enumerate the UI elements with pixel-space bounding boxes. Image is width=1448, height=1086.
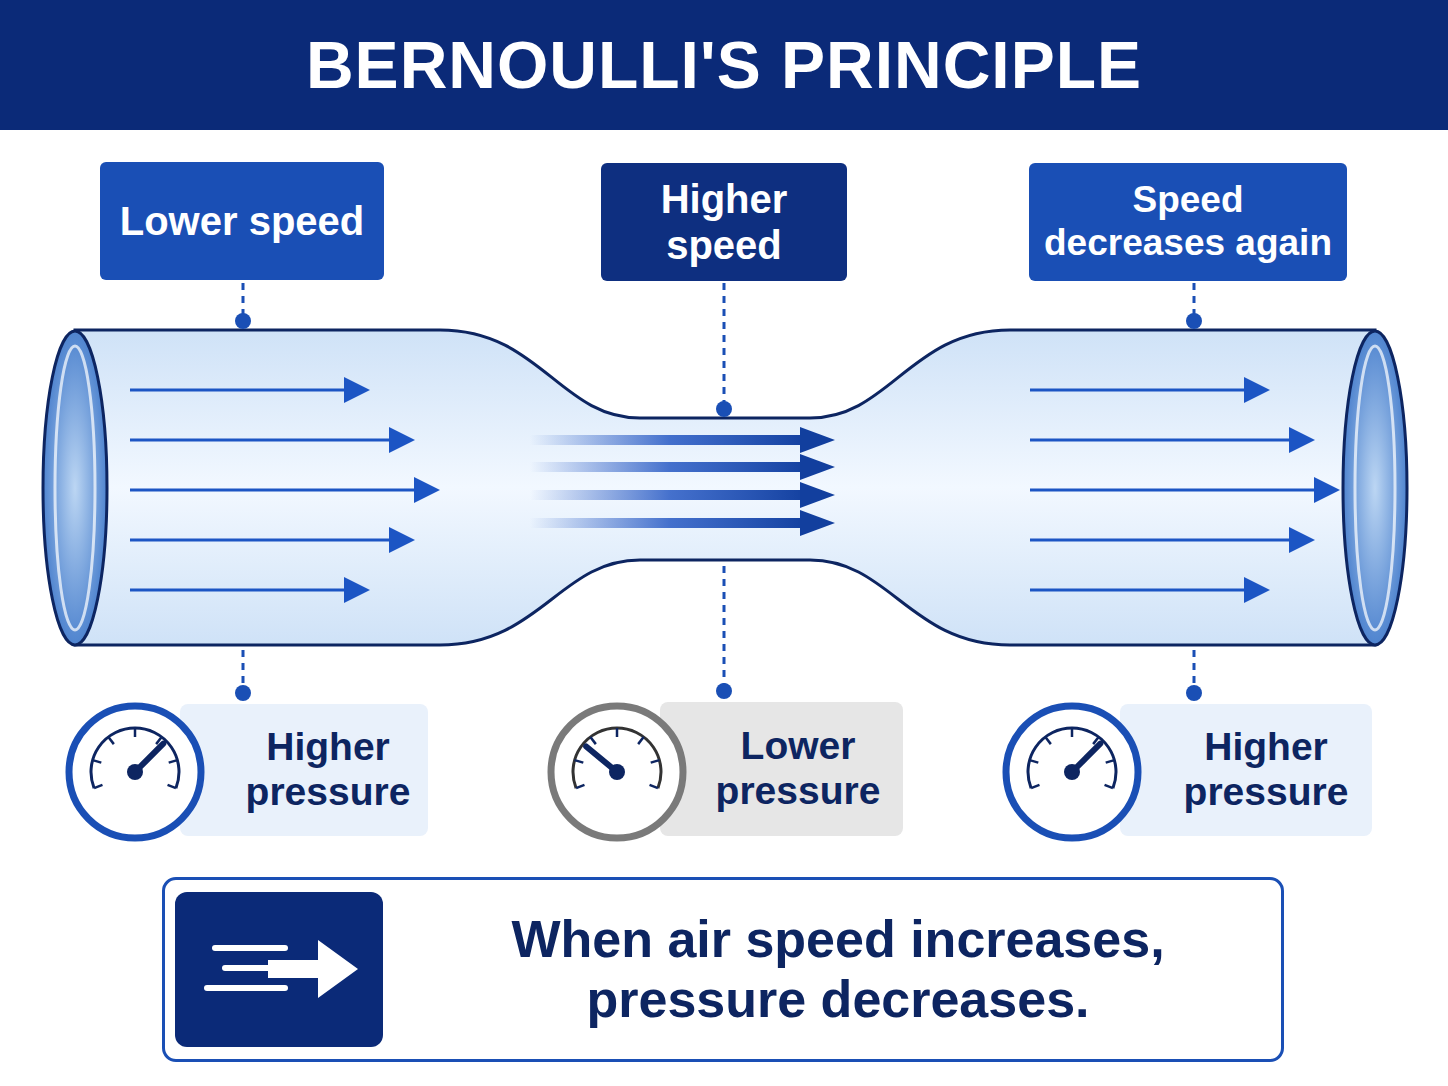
flow-arrow: [1030, 589, 1246, 592]
flow-arrow: [130, 539, 391, 542]
flow-arrowhead: [414, 477, 440, 503]
speed-icon: [268, 940, 358, 998]
pressure-gauge: [69, 706, 201, 838]
speed-label: Higher speed: [601, 163, 847, 281]
flow-arrowhead: [1289, 527, 1315, 553]
pressure-panel: [660, 702, 903, 836]
flow-arrowhead: [389, 427, 415, 453]
summary-box: When air speed increases, pressure decre…: [162, 877, 1284, 1062]
flow-arrow: [1030, 539, 1291, 542]
gauges: [69, 706, 1138, 838]
pipe-opening: [55, 346, 95, 630]
flow-arrow: [1030, 439, 1291, 442]
pipe-opening: [43, 331, 107, 645]
flow-streak: [530, 435, 810, 445]
pressure-gauge: [551, 706, 683, 838]
flow-streak: [530, 518, 810, 528]
flow-arrow: [1030, 389, 1246, 392]
pressure-label: Higher pressure: [1164, 704, 1368, 836]
pressure-panel: [180, 704, 428, 836]
pressure-gauge: [1006, 706, 1138, 838]
flow-streak: [530, 490, 810, 500]
flow-arrow: [130, 489, 416, 492]
pressure-label: Higher pressure: [228, 704, 428, 836]
speed-icon: [175, 892, 383, 1047]
flow-arrowhead: [1244, 577, 1270, 603]
pipe-opening: [1355, 346, 1395, 630]
pressure-label: Lower pressure: [700, 702, 896, 836]
node-text: Higher speed: [611, 176, 837, 268]
title-band: BERNOULLI'S PRINCIPLE: [0, 0, 1448, 130]
node-text: Speed decreases again: [1039, 179, 1337, 264]
flow-arrowhead: [1314, 477, 1340, 503]
flow-arrow: [130, 439, 391, 442]
pipe-opening: [1343, 331, 1407, 645]
flow-arrowhead: [800, 454, 835, 480]
flow-arrow: [1030, 489, 1316, 492]
pressure-panel: [1120, 704, 1372, 836]
flow-arrowhead: [800, 427, 835, 453]
leader-lines: [243, 283, 1194, 688]
title: BERNOULLI'S PRINCIPLE: [306, 27, 1142, 103]
flow-arrowhead: [800, 482, 835, 508]
node-text: Lower speed: [120, 198, 365, 244]
flow-arrowhead: [1244, 377, 1270, 403]
flow-arrowhead: [344, 377, 370, 403]
flow-arrowhead: [800, 510, 835, 536]
node-text: Lower pressure: [710, 724, 886, 814]
flow-arrow: [130, 389, 346, 392]
speed-label: Lower speed: [100, 162, 384, 280]
node-text: Higher pressure: [238, 725, 418, 815]
node-text: Higher pressure: [1174, 725, 1358, 815]
flow-arrow: [130, 589, 346, 592]
flow-arrows: [130, 377, 1340, 603]
leader-dots: [235, 313, 1202, 701]
flow-arrowhead: [1289, 427, 1315, 453]
speed-label: Speed decreases again: [1029, 163, 1347, 281]
flow-arrowhead: [389, 527, 415, 553]
flow-arrowhead: [344, 577, 370, 603]
flow-streak: [530, 462, 810, 472]
node-text: When air speed increases, pressure decre…: [405, 910, 1271, 1030]
